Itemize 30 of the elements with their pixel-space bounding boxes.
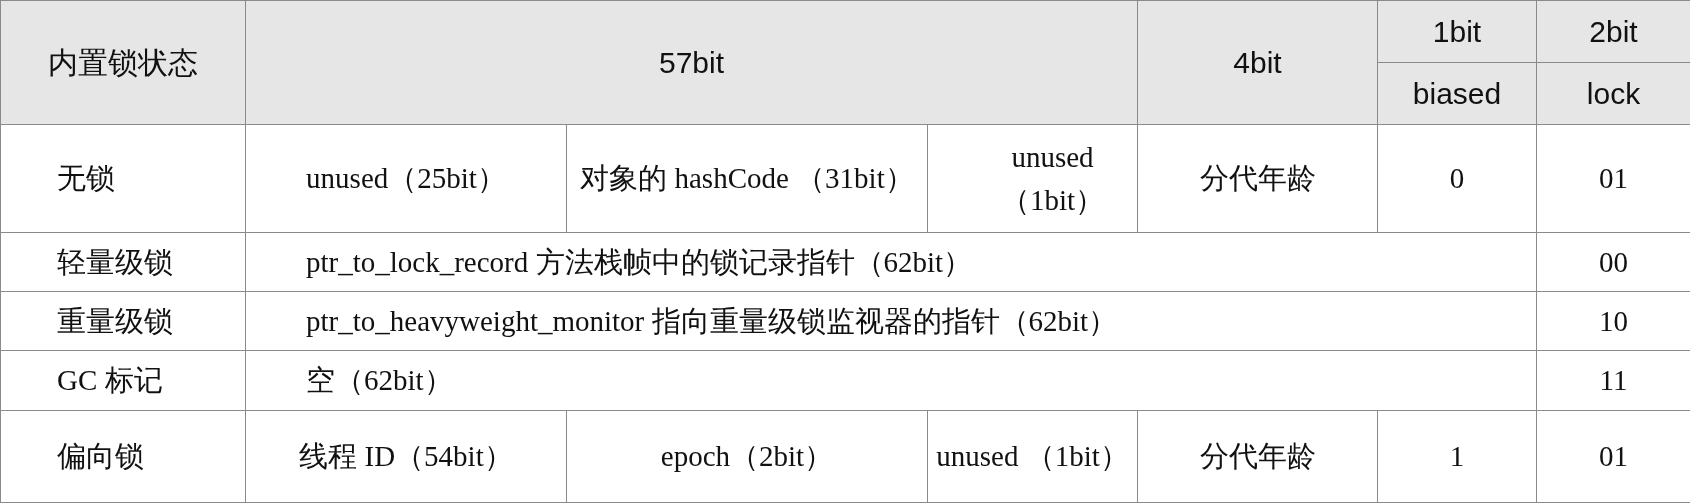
table-cell: 分代年龄 — [1137, 410, 1378, 503]
table-cell: ptr_to_lock_record 方法栈帧中的锁记录指针（62bit） — [245, 232, 1537, 292]
header-cell: 4bit — [1137, 0, 1378, 125]
table-cell: 空（62bit） — [245, 350, 1537, 411]
table-cell: 01 — [1536, 410, 1690, 503]
table-cell: 分代年龄 — [1137, 124, 1378, 233]
header-cell: lock — [1536, 62, 1690, 125]
header-cell: 57bit — [245, 0, 1138, 125]
table-cell: unused （1bit） — [927, 124, 1138, 233]
table-cell: 轻量级锁 — [0, 232, 246, 292]
table-cell: 重量级锁 — [0, 291, 246, 351]
table-cell: 对象的 hashCode （31bit） — [566, 124, 928, 233]
table-cell: 0 — [1377, 124, 1537, 233]
table-cell: 线程 ID（54bit） — [245, 410, 567, 503]
table-cell: 无锁 — [0, 124, 246, 233]
table-cell: 11 — [1536, 350, 1690, 411]
header-cell: 1bit — [1377, 0, 1537, 63]
table-cell: 偏向锁 — [0, 410, 246, 503]
header-cell: 内置锁状态 — [0, 0, 246, 125]
table-cell: 01 — [1536, 124, 1690, 233]
table-cell: epoch（2bit） — [566, 410, 928, 503]
table-cell: GC 标记 — [0, 350, 246, 411]
table-cell: unused（25bit） — [245, 124, 567, 233]
table-cell: ptr_to_heavyweight_monitor 指向重量级锁监视器的指针（62bit） — [245, 291, 1537, 351]
header-cell: biased — [1377, 62, 1537, 125]
table-cell: unused （1bit） — [927, 410, 1138, 503]
table-cell: 1 — [1377, 410, 1537, 503]
table-cell: 10 — [1536, 291, 1690, 351]
header-cell: 2bit — [1536, 0, 1690, 63]
table-cell: 00 — [1536, 232, 1690, 292]
